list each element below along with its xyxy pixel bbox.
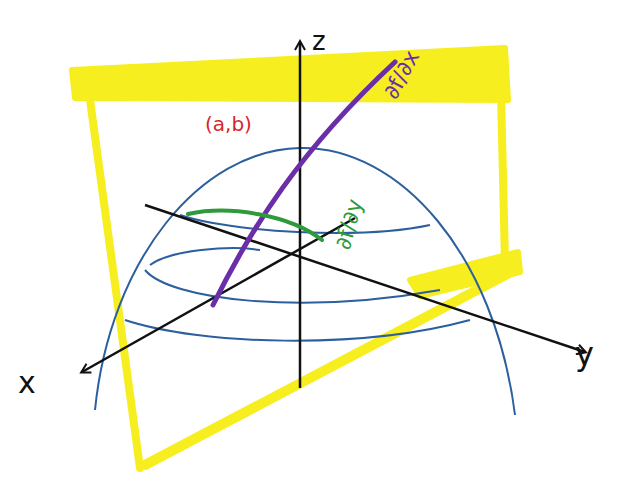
- partial-y-label: ∂f/∂y: [332, 197, 366, 252]
- y-trace-curve: [188, 211, 322, 240]
- axis-label: y: [575, 338, 594, 370]
- paraboloid-surface: [95, 148, 515, 415]
- axis-label: z: [312, 28, 326, 54]
- point-label: (a,b): [205, 114, 252, 134]
- x-trace-curve: [213, 62, 395, 305]
- tangent-plane: [72, 48, 520, 468]
- axes: [82, 42, 585, 388]
- axis-label: x: [18, 368, 36, 398]
